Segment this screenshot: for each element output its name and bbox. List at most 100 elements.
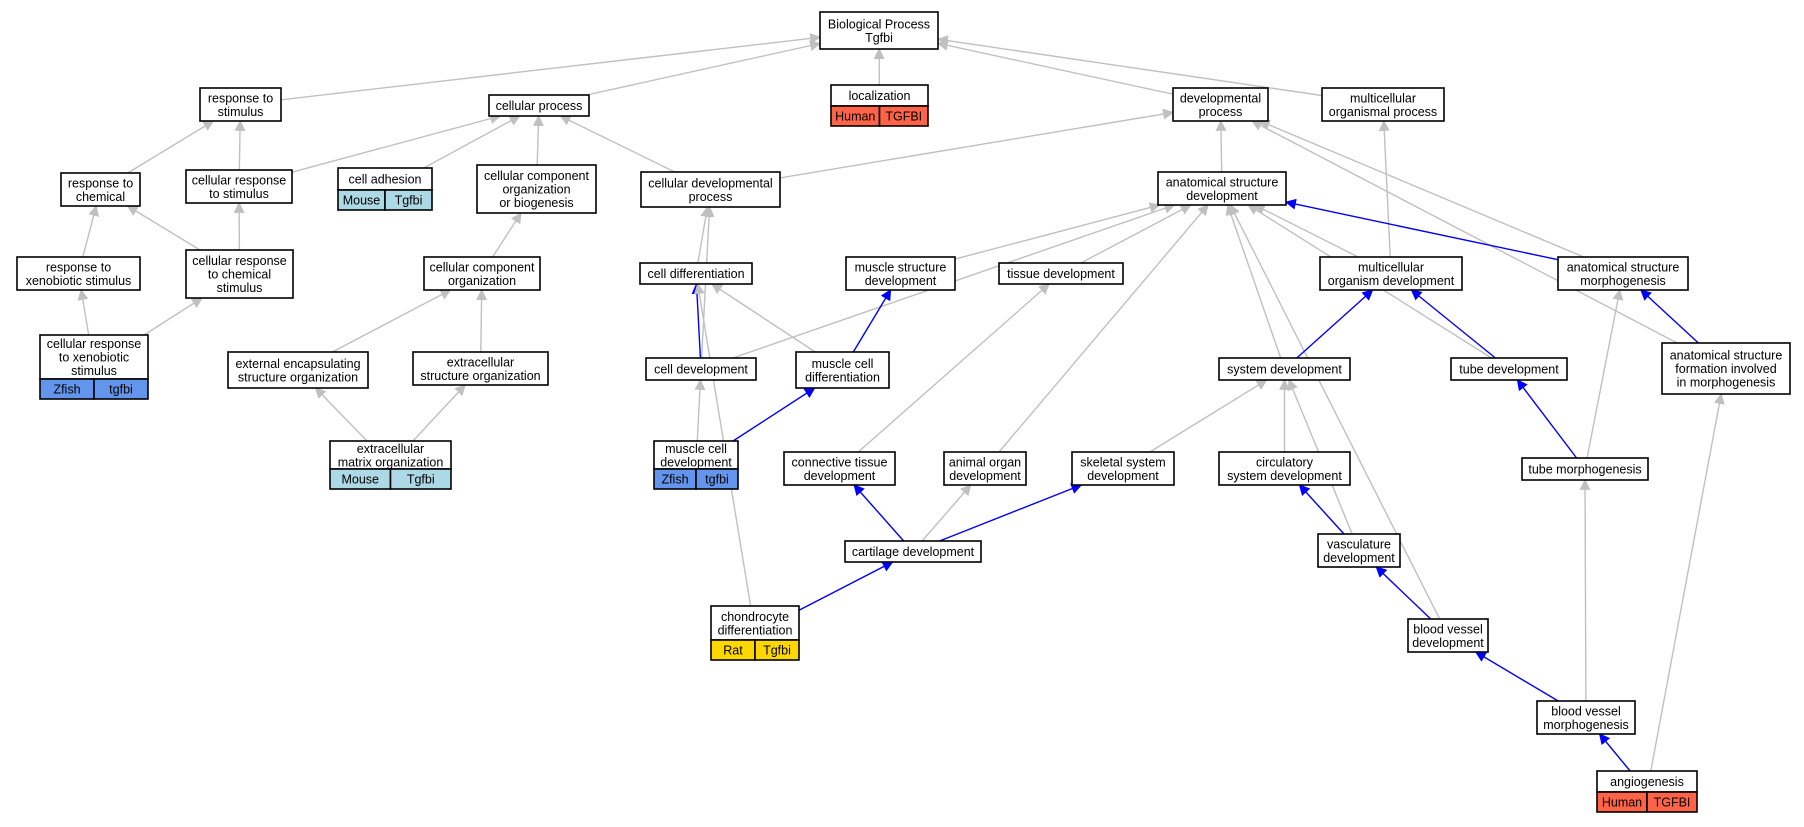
edge-eeso-to-cco [331, 289, 452, 353]
go-term-box [795, 351, 890, 389]
gene-label: TGFBI [885, 110, 922, 124]
go-term-box [1319, 256, 1463, 291]
go-term-box [329, 440, 452, 470]
gene-label: tgfbi [109, 383, 133, 397]
go-term-box [845, 256, 956, 291]
edge-aod-to-asd [998, 204, 1209, 453]
edge-mcdev-to-celldev [694, 378, 706, 442]
go-term-box [1218, 451, 1351, 486]
gene-label: Tgfbi [395, 194, 423, 208]
edge-rxeno-to-rchem [82, 204, 100, 258]
go-term-box [16, 256, 141, 291]
go-term-label: blood vessel [1413, 622, 1483, 636]
species-label: Human [835, 110, 875, 124]
edge-sysdev-to-asd [1225, 203, 1282, 359]
go-term-box [1157, 171, 1287, 206]
go-term-label: localization [849, 89, 911, 103]
go-term-label: developmental [1180, 91, 1261, 105]
go-term-label: cell differentiation [647, 267, 744, 281]
go-term-box [844, 540, 982, 563]
go-term-box [60, 172, 141, 207]
go-term-cproc: cellular process [488, 94, 590, 117]
species-label: Human [1602, 796, 1642, 810]
go-term-label: morphogenesis [1543, 718, 1628, 732]
go-term-label: cellular component [484, 169, 589, 183]
go-term-tdev: tissue development [998, 262, 1124, 285]
go-term-box [185, 249, 294, 299]
go-term-label: organization [448, 274, 516, 288]
gene-cell [878, 105, 929, 127]
go-term-box [488, 94, 590, 117]
gene-cell [93, 378, 149, 400]
go-term-label: chemical [76, 190, 125, 204]
go-term-box [1557, 256, 1689, 291]
go-term-label: matrix organization [338, 455, 444, 469]
go-term-box [645, 357, 757, 381]
go-term-label: tissue development [1007, 267, 1115, 281]
go-term-label: cellular response [47, 337, 142, 351]
go-term-label: cellular response [192, 173, 287, 187]
go-term-label: development [1323, 551, 1395, 565]
go-term-label: muscle cell [665, 442, 727, 456]
go-term-label: cell adhesion [349, 173, 422, 187]
edge-crchem-to-rchem [126, 205, 201, 251]
go-term-box [639, 262, 753, 285]
edge-bvm-to-tubemorph [1579, 478, 1591, 702]
go-term-label: blood vessel [1551, 704, 1621, 718]
go-term-box [1661, 342, 1791, 395]
go-term-box [1407, 618, 1489, 653]
edge-mod-to-mop [1378, 119, 1391, 258]
edge-cartdev-to-ssd [939, 483, 1083, 542]
edge-crstim-to-cproc [291, 113, 502, 173]
edge-chondro-to-cartdev [798, 561, 894, 611]
go-term-label: to xenobiotic [59, 351, 129, 365]
go-term-box [185, 169, 293, 204]
go-term-label: morphogenesis [1580, 274, 1665, 288]
species-label: Zfish [53, 383, 80, 397]
edge-sysdev-to-mod [1296, 289, 1374, 359]
go-term-box [783, 451, 896, 486]
go-term-label: organism development [1328, 274, 1455, 288]
go-term-label: response to [68, 176, 133, 190]
go-term-cartdev: cartilage development [844, 540, 982, 563]
edge-asm-to-devp [1258, 119, 1584, 258]
edge-asd-to-devp [1215, 119, 1227, 173]
edge-msd-to-asd [954, 202, 1161, 260]
go-term-tubedev: tube development [1450, 357, 1568, 381]
gene-label: tgfbi [705, 473, 729, 487]
go-term-box [1521, 457, 1649, 481]
go-term-box [476, 164, 597, 214]
go-term-label: extracellular [357, 442, 424, 456]
gene-cell [389, 468, 452, 490]
edge-mod-to-asd [1253, 204, 1359, 258]
go-term-label: anatomical structure [1166, 175, 1279, 189]
edge-crstim-to-rstim [234, 119, 246, 171]
go-term-label: development [1186, 189, 1258, 203]
go-term-label: formation involved [1675, 362, 1776, 376]
species-label: Rat [723, 644, 743, 658]
gene-label: Tgfbi [407, 473, 435, 487]
go-term-label: in morphogenesis [1677, 376, 1776, 390]
go-term-box [227, 351, 369, 389]
gene-cell [1646, 791, 1698, 813]
edge-cartdev-to-aod [921, 484, 972, 542]
edge-emo-to-eeso [314, 387, 368, 442]
go-term-box [412, 351, 549, 386]
go-term-label: development [660, 455, 732, 469]
go-term-label: structure organization [238, 370, 358, 384]
edge-eso-to-cco [476, 288, 488, 353]
go-term-label: system development [1227, 363, 1342, 377]
